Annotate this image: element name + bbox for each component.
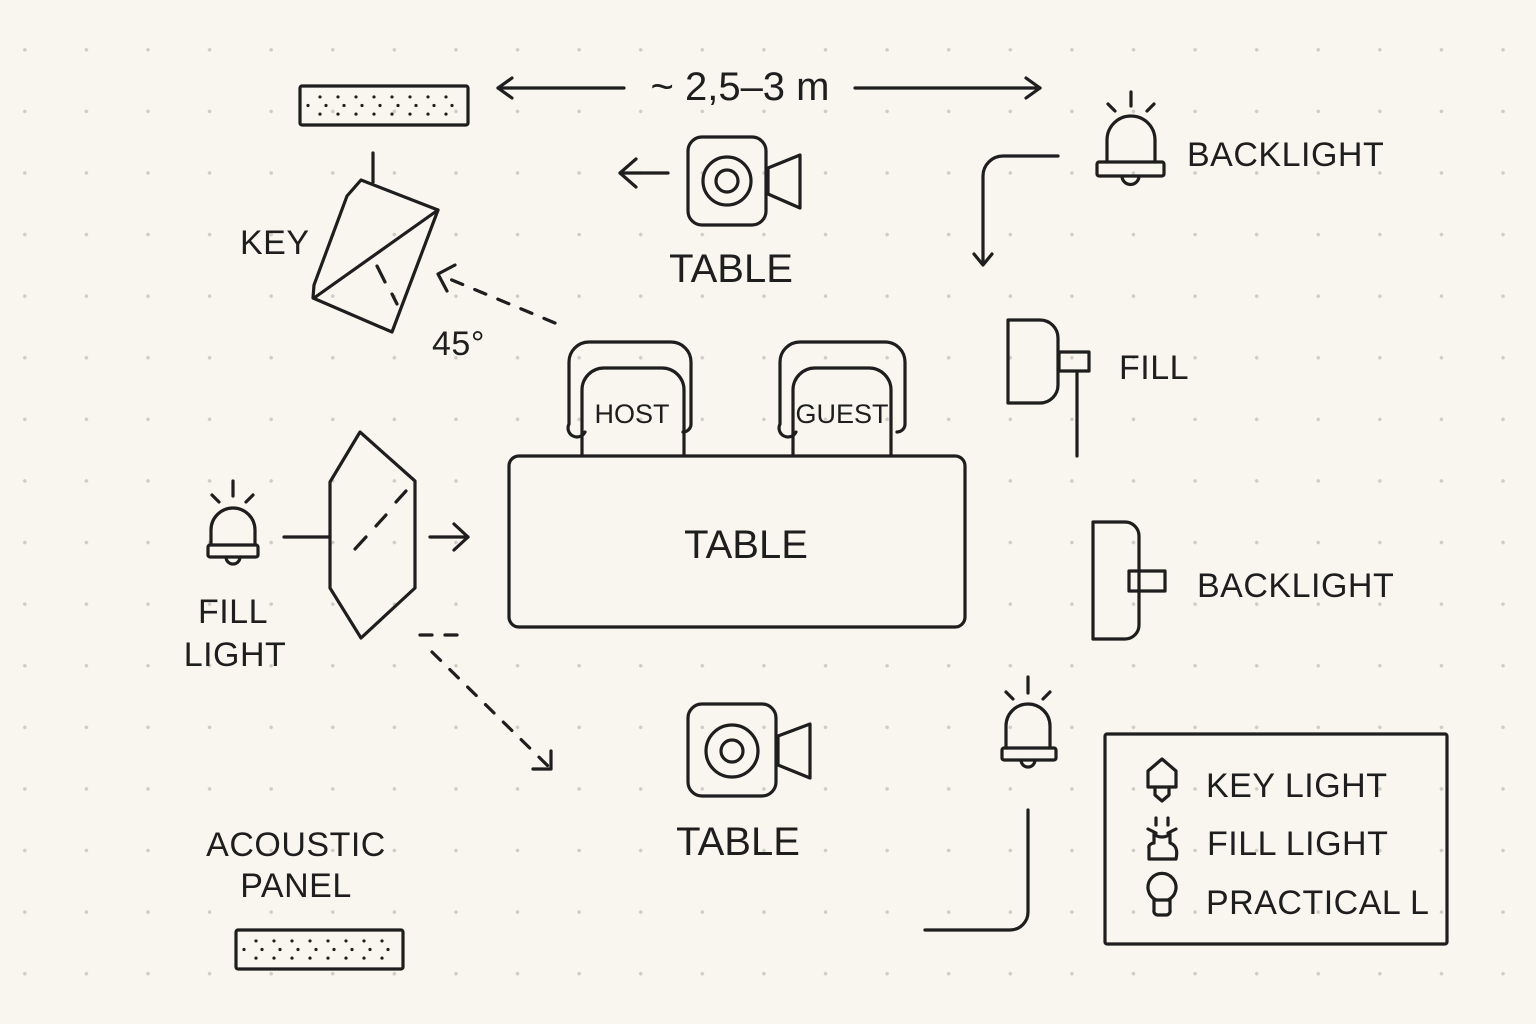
panel-perforation-dot bbox=[324, 103, 328, 108]
camera-top-icon bbox=[618, 135, 802, 227]
panel-perforation-dot bbox=[444, 95, 448, 99]
panel-perforation-dot bbox=[350, 947, 354, 952]
panel-perforation-dot bbox=[372, 112, 376, 116]
panel-perforation-dot bbox=[360, 103, 364, 108]
guest-chair-icon bbox=[777, 340, 907, 458]
panel-perforation-dot bbox=[390, 95, 394, 99]
host-label: HOST bbox=[594, 399, 669, 429]
panel-perforation-dot bbox=[408, 95, 412, 99]
panel-perforation-dot bbox=[378, 103, 382, 108]
fill-light-left-icon bbox=[206, 479, 332, 566]
fill-right-label: FILL bbox=[1119, 349, 1189, 387]
key-label: KEY bbox=[240, 224, 310, 262]
legend-item-key-light: KEY LIGHT bbox=[1206, 767, 1388, 805]
practical-light-bottom-icon bbox=[923, 675, 1058, 932]
table-shape bbox=[507, 454, 967, 629]
panel-perforation-dot bbox=[290, 939, 294, 943]
panel-perforation-dot bbox=[326, 956, 330, 960]
panel-perforation-dot bbox=[332, 947, 336, 952]
acoustic-panel-bottom bbox=[234, 928, 405, 971]
panel-perforation-dot bbox=[314, 947, 318, 952]
panel-perforation-dot bbox=[414, 103, 418, 108]
backlight-lamp-right-icon bbox=[1091, 520, 1167, 641]
panel-perforation-dot bbox=[380, 939, 384, 943]
fill-lamp-right-icon bbox=[1006, 318, 1091, 458]
legend: KEY LIGHT FILL LIGHT PRACTICAL L bbox=[1103, 732, 1449, 946]
backlight-top-label: BACKLIGHT bbox=[1187, 136, 1384, 174]
acoustic-label-line2: PANEL bbox=[240, 867, 351, 905]
key-light-icon bbox=[1146, 757, 1178, 803]
camera-angle-arrow bbox=[418, 633, 553, 771]
panel-perforation-dot bbox=[254, 956, 258, 960]
panel-dots-top bbox=[306, 95, 454, 116]
panel-perforation-dot bbox=[296, 947, 300, 952]
panel-perforation-dot bbox=[390, 112, 394, 116]
camera-top-label: TABLE bbox=[669, 247, 793, 291]
panel-perforation-dot bbox=[342, 103, 346, 108]
panel-perforation-dot bbox=[408, 112, 412, 116]
legend-item-fill-light: FILL LIGHT bbox=[1207, 825, 1388, 863]
angle-label: 45° bbox=[432, 325, 485, 363]
panel-perforation-dot bbox=[318, 112, 322, 116]
panel-dots-bottom bbox=[242, 939, 390, 960]
distance-label: ~ 2,5–3 m bbox=[650, 65, 829, 109]
panel-perforation-dot bbox=[290, 956, 294, 960]
panel-perforation-dot bbox=[326, 939, 330, 943]
panel-perforation-dot bbox=[386, 947, 390, 952]
panel-perforation-dot bbox=[362, 939, 366, 943]
key-softbox-icon bbox=[311, 151, 440, 334]
panel-perforation-dot bbox=[444, 112, 448, 116]
panel-perforation-dot bbox=[396, 103, 400, 108]
guest-label: GUEST bbox=[795, 399, 888, 429]
camera-bottom-label: TABLE bbox=[676, 820, 800, 864]
panel-perforation-dot bbox=[242, 947, 246, 952]
panel-perforation-dot bbox=[318, 95, 322, 99]
panel-perforation-dot bbox=[260, 947, 264, 952]
panel-perforation-dot bbox=[368, 947, 372, 952]
fill-direction-arrow bbox=[428, 522, 470, 552]
fill-light-label-line1: FILL bbox=[198, 593, 268, 631]
diffuser-scrim-icon bbox=[328, 430, 417, 640]
panel-perforation-dot bbox=[344, 956, 348, 960]
panel-perforation-dot bbox=[278, 947, 282, 952]
acoustic-label-line1: ACOUSTIC bbox=[206, 826, 386, 864]
panel-perforation-dot bbox=[354, 112, 358, 116]
panel-perforation-dot bbox=[432, 103, 436, 108]
panel-perforation-dot bbox=[254, 939, 258, 943]
panel-perforation-dot bbox=[272, 956, 276, 960]
panel-perforation-dot bbox=[336, 95, 340, 99]
backlight-top-icon bbox=[1095, 90, 1166, 187]
panel-perforation-dot bbox=[354, 95, 358, 99]
host-chair-icon bbox=[566, 340, 693, 458]
key-angle-arrow bbox=[436, 263, 557, 325]
panel-perforation-dot bbox=[308, 939, 312, 943]
panel-perforation-dot bbox=[306, 103, 310, 108]
fill-light-icon bbox=[1146, 816, 1179, 861]
panel-perforation-dot bbox=[450, 103, 454, 108]
backlight-right-label: BACKLIGHT bbox=[1197, 567, 1394, 605]
acoustic-panel-top bbox=[298, 84, 470, 127]
panel-perforation-dot bbox=[426, 95, 430, 99]
table-label: TABLE bbox=[684, 523, 808, 567]
panel-perforation-dot bbox=[362, 956, 366, 960]
panel-perforation-dot bbox=[336, 112, 340, 116]
distance-arrow bbox=[496, 76, 1042, 100]
practical-light-icon bbox=[1146, 871, 1178, 917]
panel-perforation-dot bbox=[372, 95, 376, 99]
panel-perforation-dot bbox=[426, 112, 430, 116]
panel-perforation-dot bbox=[344, 939, 348, 943]
panel-perforation-dot bbox=[308, 956, 312, 960]
legend-item-practical-light: PRACTICAL L bbox=[1206, 884, 1429, 922]
camera-bottom-icon bbox=[686, 702, 812, 798]
backlight-direction-arrow bbox=[972, 154, 1060, 267]
fill-light-label-line2: LIGHT bbox=[184, 636, 287, 674]
panel-perforation-dot bbox=[380, 956, 384, 960]
panel-perforation-dot bbox=[272, 939, 276, 943]
